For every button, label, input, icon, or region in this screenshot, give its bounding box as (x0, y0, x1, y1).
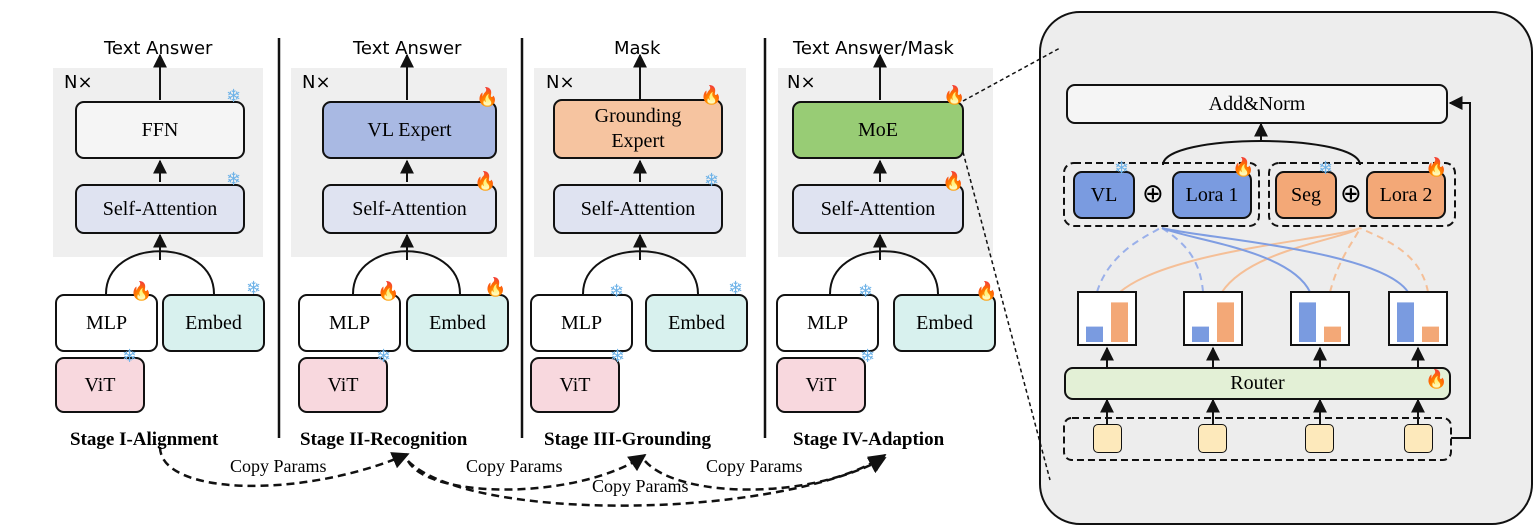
fire-icon: 🔥 (1425, 369, 1448, 389)
router-block: Router (1064, 367, 1451, 400)
seg-weight-bar (1324, 326, 1341, 342)
stage1-repeat-label: N× (64, 72, 93, 93)
stage4-repeat-label: N× (787, 72, 816, 93)
stage2-vit-block: ViT (298, 357, 388, 413)
stage4-mlp-block: MLP (776, 294, 879, 352)
stage4-embed-block: Embed (893, 294, 996, 352)
snowflake-icon: ❄ (860, 346, 876, 367)
seg-weight-bar (1111, 302, 1128, 342)
seg-weight-bar (1422, 326, 1439, 342)
seg-expert-block: Seg (1275, 171, 1337, 219)
token (1305, 424, 1334, 453)
grounding-line1: Grounding (594, 105, 682, 127)
copy-params-label: Copy Params (230, 456, 327, 476)
vl-expert-block: VL (1073, 171, 1135, 219)
stage3-embed-block: Embed (645, 294, 748, 352)
lora1-block: Lora 1 (1172, 171, 1252, 219)
vl-weight-bar (1397, 302, 1414, 342)
snowflake-icon: ❄ (1114, 158, 1130, 179)
snowflake-icon: ❄ (610, 346, 626, 367)
copy-params-arrow-1-2 (158, 446, 410, 488)
fire-icon: 🔥 (942, 171, 965, 191)
stage1-ffn-block: FFN (75, 101, 245, 159)
stage2-vl-expert-block: VL Expert (322, 101, 497, 159)
fire-icon: 🔥 (130, 281, 153, 301)
stage2-caption: Stage II-Recognition (300, 429, 468, 450)
vl-weight-bar (1192, 326, 1209, 342)
stage2-output-label: Text Answer (353, 38, 462, 59)
copy-params-arrow-2-4 (407, 456, 887, 507)
stage3-vit-block: ViT (530, 357, 620, 413)
snowflake-icon: ❄ (704, 170, 720, 191)
zoom-guide-line (962, 47, 1061, 102)
stage3-repeat-label: N× (546, 72, 575, 93)
fire-icon: 🔥 (943, 85, 966, 105)
stage3-mlp-block: MLP (530, 294, 633, 352)
stage1-mlp-block: MLP (55, 294, 158, 352)
snowflake-icon: ❄ (122, 346, 138, 367)
stage1-attention-block: Self-Attention (75, 184, 245, 234)
oplus-icon: ⊕ (1340, 179, 1362, 209)
stage3-grounding-expert-block: Grounding Expert (553, 99, 723, 159)
fire-icon: 🔥 (377, 281, 400, 301)
snowflake-icon: ❄ (246, 278, 262, 299)
stage1-vit-block: ViT (55, 357, 145, 413)
stage2-mlp-block: MLP (298, 294, 401, 352)
stage4-attention-block: Self-Attention (792, 184, 964, 234)
token (1198, 424, 1227, 453)
stage4-vit-block: ViT (776, 357, 866, 413)
copy-params-label: Copy Params (466, 456, 563, 476)
snowflake-icon: ❄ (376, 346, 392, 367)
token (1404, 424, 1433, 453)
snowflake-icon: ❄ (226, 169, 242, 190)
snowflake-icon: ❄ (728, 278, 744, 299)
stage1-caption: Stage I-Alignment (70, 429, 219, 450)
stage3-attention-block: Self-Attention (553, 184, 723, 234)
vl-weight-bar (1086, 326, 1103, 342)
expert-group-seg (1268, 162, 1456, 227)
router-weights (1077, 291, 1448, 346)
stage2-repeat-label: N× (302, 72, 331, 93)
lora2-block: Lora 2 (1366, 171, 1446, 219)
fire-icon: 🔥 (476, 87, 499, 107)
copy-params-arrow-2-3 (406, 453, 647, 491)
stage4-moe-block: MoE (792, 101, 964, 159)
add-norm-block: Add&Norm (1066, 84, 1448, 124)
stage4-output-label: Text Answer/Mask (793, 38, 954, 59)
copy-params-label: Copy Params (592, 476, 689, 496)
snowflake-icon: ❄ (226, 86, 242, 107)
snowflake-icon: ❄ (609, 281, 625, 302)
residual-connection (1448, 96, 1471, 439)
snowflake-icon: ❄ (858, 281, 874, 302)
fire-icon: 🔥 (474, 171, 497, 191)
zoom-guide-line (962, 151, 1051, 481)
vl-weight-bar (1299, 302, 1316, 342)
stage3-output-label: Mask (614, 38, 661, 59)
copy-params-label: Copy Params (706, 456, 803, 476)
stage3-caption: Stage III-Grounding (544, 429, 712, 450)
fire-icon: 🔥 (975, 281, 998, 301)
routing-curves (1096, 227, 1429, 293)
oplus-icon: ⊕ (1142, 179, 1164, 209)
snowflake-icon: ❄ (1318, 158, 1334, 179)
fire-icon: 🔥 (1425, 157, 1448, 177)
seg-weight-bar (1217, 302, 1234, 342)
stage2-attention-block: Self-Attention (322, 184, 497, 234)
expert-group-vl (1063, 162, 1260, 227)
fire-icon: 🔥 (484, 277, 507, 297)
fire-icon: 🔥 (700, 85, 723, 105)
stage4-caption: Stage IV-Adaption (793, 429, 945, 450)
fire-icon: 🔥 (1232, 157, 1255, 177)
grounding-line2: Expert (611, 130, 665, 152)
stage2-embed-block: Embed (406, 294, 509, 352)
token (1093, 424, 1122, 453)
stage1-output-label: Text Answer (104, 38, 213, 59)
stage1-embed-block: Embed (162, 294, 265, 352)
